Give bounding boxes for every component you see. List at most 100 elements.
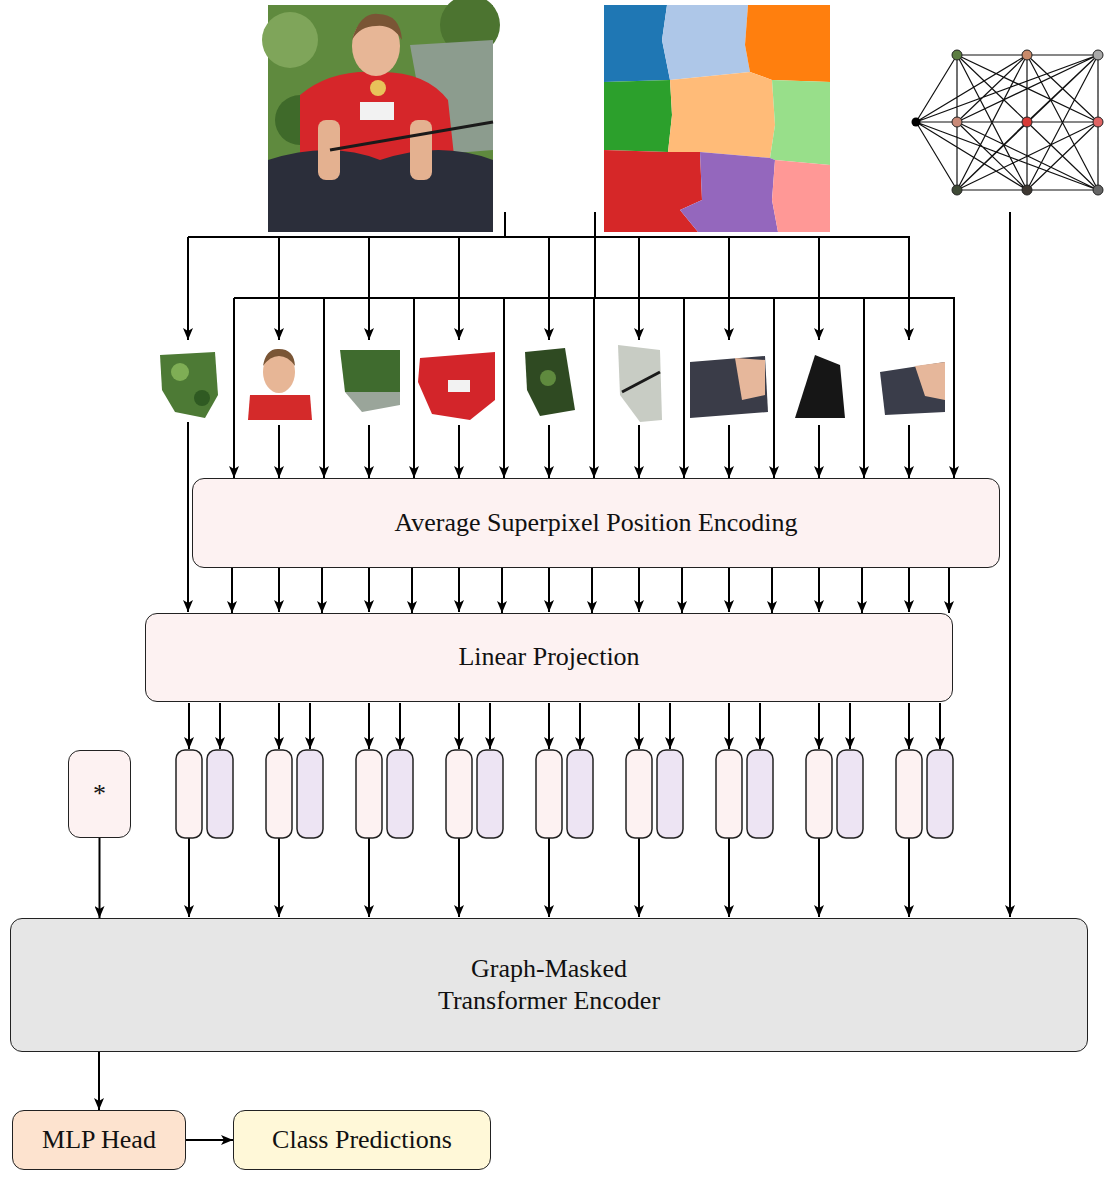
- arrow-connector: [681, 568, 683, 613]
- input-wires-part: [458, 568, 460, 612]
- token-wires-part: [908, 703, 910, 749]
- token-wires-part: [638, 703, 640, 749]
- token-boxes-part: [716, 750, 742, 838]
- superpixel-patches-part: [525, 348, 575, 416]
- superpixel-patches-part: [418, 352, 495, 420]
- superpixel-graph-part: [1093, 185, 1103, 195]
- superpixel-graph-part: [916, 55, 1098, 190]
- input-photo-part: [370, 80, 386, 96]
- superpixel-map-part: [668, 72, 775, 158]
- input-wires-part: [233, 298, 235, 478]
- superpixel-patches-part: [448, 380, 470, 392]
- box-label: Average Superpixel Position Encoding: [394, 507, 797, 540]
- token-boxes-part: [567, 750, 593, 838]
- token-boxes-part: [536, 750, 562, 838]
- input-wires-part: [728, 237, 730, 340]
- superpixel-patches-part: [735, 358, 765, 400]
- input-wires-part: [503, 298, 505, 478]
- input-photo-part: [352, 14, 402, 40]
- output-box: Class Predictions: [233, 1110, 491, 1170]
- superpixel-patches-part: [690, 356, 768, 418]
- input-wires-part: [323, 298, 325, 478]
- token-wires-part: [399, 703, 401, 749]
- token-boxes-part: [387, 750, 413, 838]
- input-photo-part: [262, 12, 318, 68]
- token-wires-part: [728, 838, 730, 917]
- box-label: Class Predictions: [272, 1124, 452, 1157]
- superpixel-map-part: [680, 152, 778, 232]
- superpixel-patches-part: [618, 345, 662, 422]
- token-wires-part: [908, 838, 910, 917]
- token-wires-part: [818, 838, 820, 917]
- input-wires-part: [278, 425, 280, 478]
- token-wires-part: [548, 703, 550, 749]
- token-wires-part: [309, 703, 311, 749]
- encoder-box: Graph-Masked Transformer Encoder: [10, 918, 1088, 1052]
- superpixel-map-part: [770, 80, 830, 165]
- input-wires-part: [187, 422, 189, 612]
- input-photo: [262, 0, 500, 232]
- token-wires-part: [579, 703, 581, 749]
- superpixel-patches-part: [795, 355, 845, 418]
- class-token-box: *: [68, 750, 131, 838]
- input-photo-part: [360, 102, 394, 120]
- superpixel-patches-part: [540, 370, 556, 386]
- input-photo-part: [410, 120, 432, 180]
- token-boxes-part: [806, 750, 832, 838]
- box-label: *: [93, 778, 106, 811]
- token-wires-part: [759, 703, 761, 749]
- arrow-connector: [321, 568, 323, 613]
- token-boxes-part: [297, 750, 323, 838]
- input-wires-part: [953, 298, 955, 478]
- superpixel-map-part: [604, 80, 672, 152]
- superpixel-map-part: [604, 5, 670, 82]
- superpixel-patches-part: [915, 362, 945, 400]
- input-wires-part: [863, 298, 865, 478]
- input-wires-part: [458, 425, 460, 478]
- token-wires-part: [818, 703, 820, 749]
- token-wires-part: [278, 703, 280, 749]
- input-wires-part: [368, 425, 370, 478]
- token-wires-part: [458, 838, 460, 917]
- arrow-connector: [948, 568, 950, 613]
- box-label: Linear Projection: [458, 641, 639, 674]
- input-photo-part: [330, 122, 493, 150]
- token-wires-part: [669, 703, 671, 749]
- input-wires-part: [638, 425, 640, 478]
- box-label: Graph-Masked Transformer Encoder: [414, 953, 684, 1018]
- superpixel-patches-part: [194, 390, 210, 406]
- input-wires-part: [458, 237, 460, 340]
- input-wires-part: [504, 212, 506, 237]
- superpixel-graph-part: [1022, 50, 1032, 60]
- token-boxes-part: [626, 750, 652, 838]
- token-wires-part: [219, 703, 221, 749]
- superpixel-patches-part: [880, 362, 945, 415]
- token-wires-part: [638, 838, 640, 917]
- token-boxes-part: [207, 750, 233, 838]
- input-wires-part: [728, 568, 730, 612]
- input-wires-part: [638, 568, 640, 612]
- token-wires-part: [188, 703, 190, 749]
- head-box: MLP Head: [12, 1110, 186, 1170]
- input-wires-part: [278, 568, 280, 612]
- superpixel-map: [604, 5, 830, 232]
- box-label: MLP Head: [42, 1124, 156, 1157]
- token-wires-part: [489, 703, 491, 749]
- token-wires: [189, 703, 940, 917]
- token-boxes-part: [446, 750, 472, 838]
- superpixel-graph: [912, 50, 1104, 195]
- token-boxes-part: [837, 750, 863, 838]
- superpixel-patches-part: [160, 352, 218, 418]
- arrow-connector: [411, 568, 413, 613]
- superpixel-graph-part: [1022, 117, 1032, 127]
- superpixel-graph-part: [952, 185, 962, 195]
- superpixel-graph-part: [952, 50, 962, 60]
- encoding-box: Average Superpixel Position Encoding: [192, 478, 1000, 568]
- superpixel-graph-part: [952, 117, 962, 127]
- token-boxes-part: [927, 750, 953, 838]
- superpixel-patches-part: [248, 395, 312, 420]
- input-wires-part: [278, 237, 280, 340]
- input-wires-part: [187, 237, 189, 340]
- input-wires-part: [548, 425, 550, 478]
